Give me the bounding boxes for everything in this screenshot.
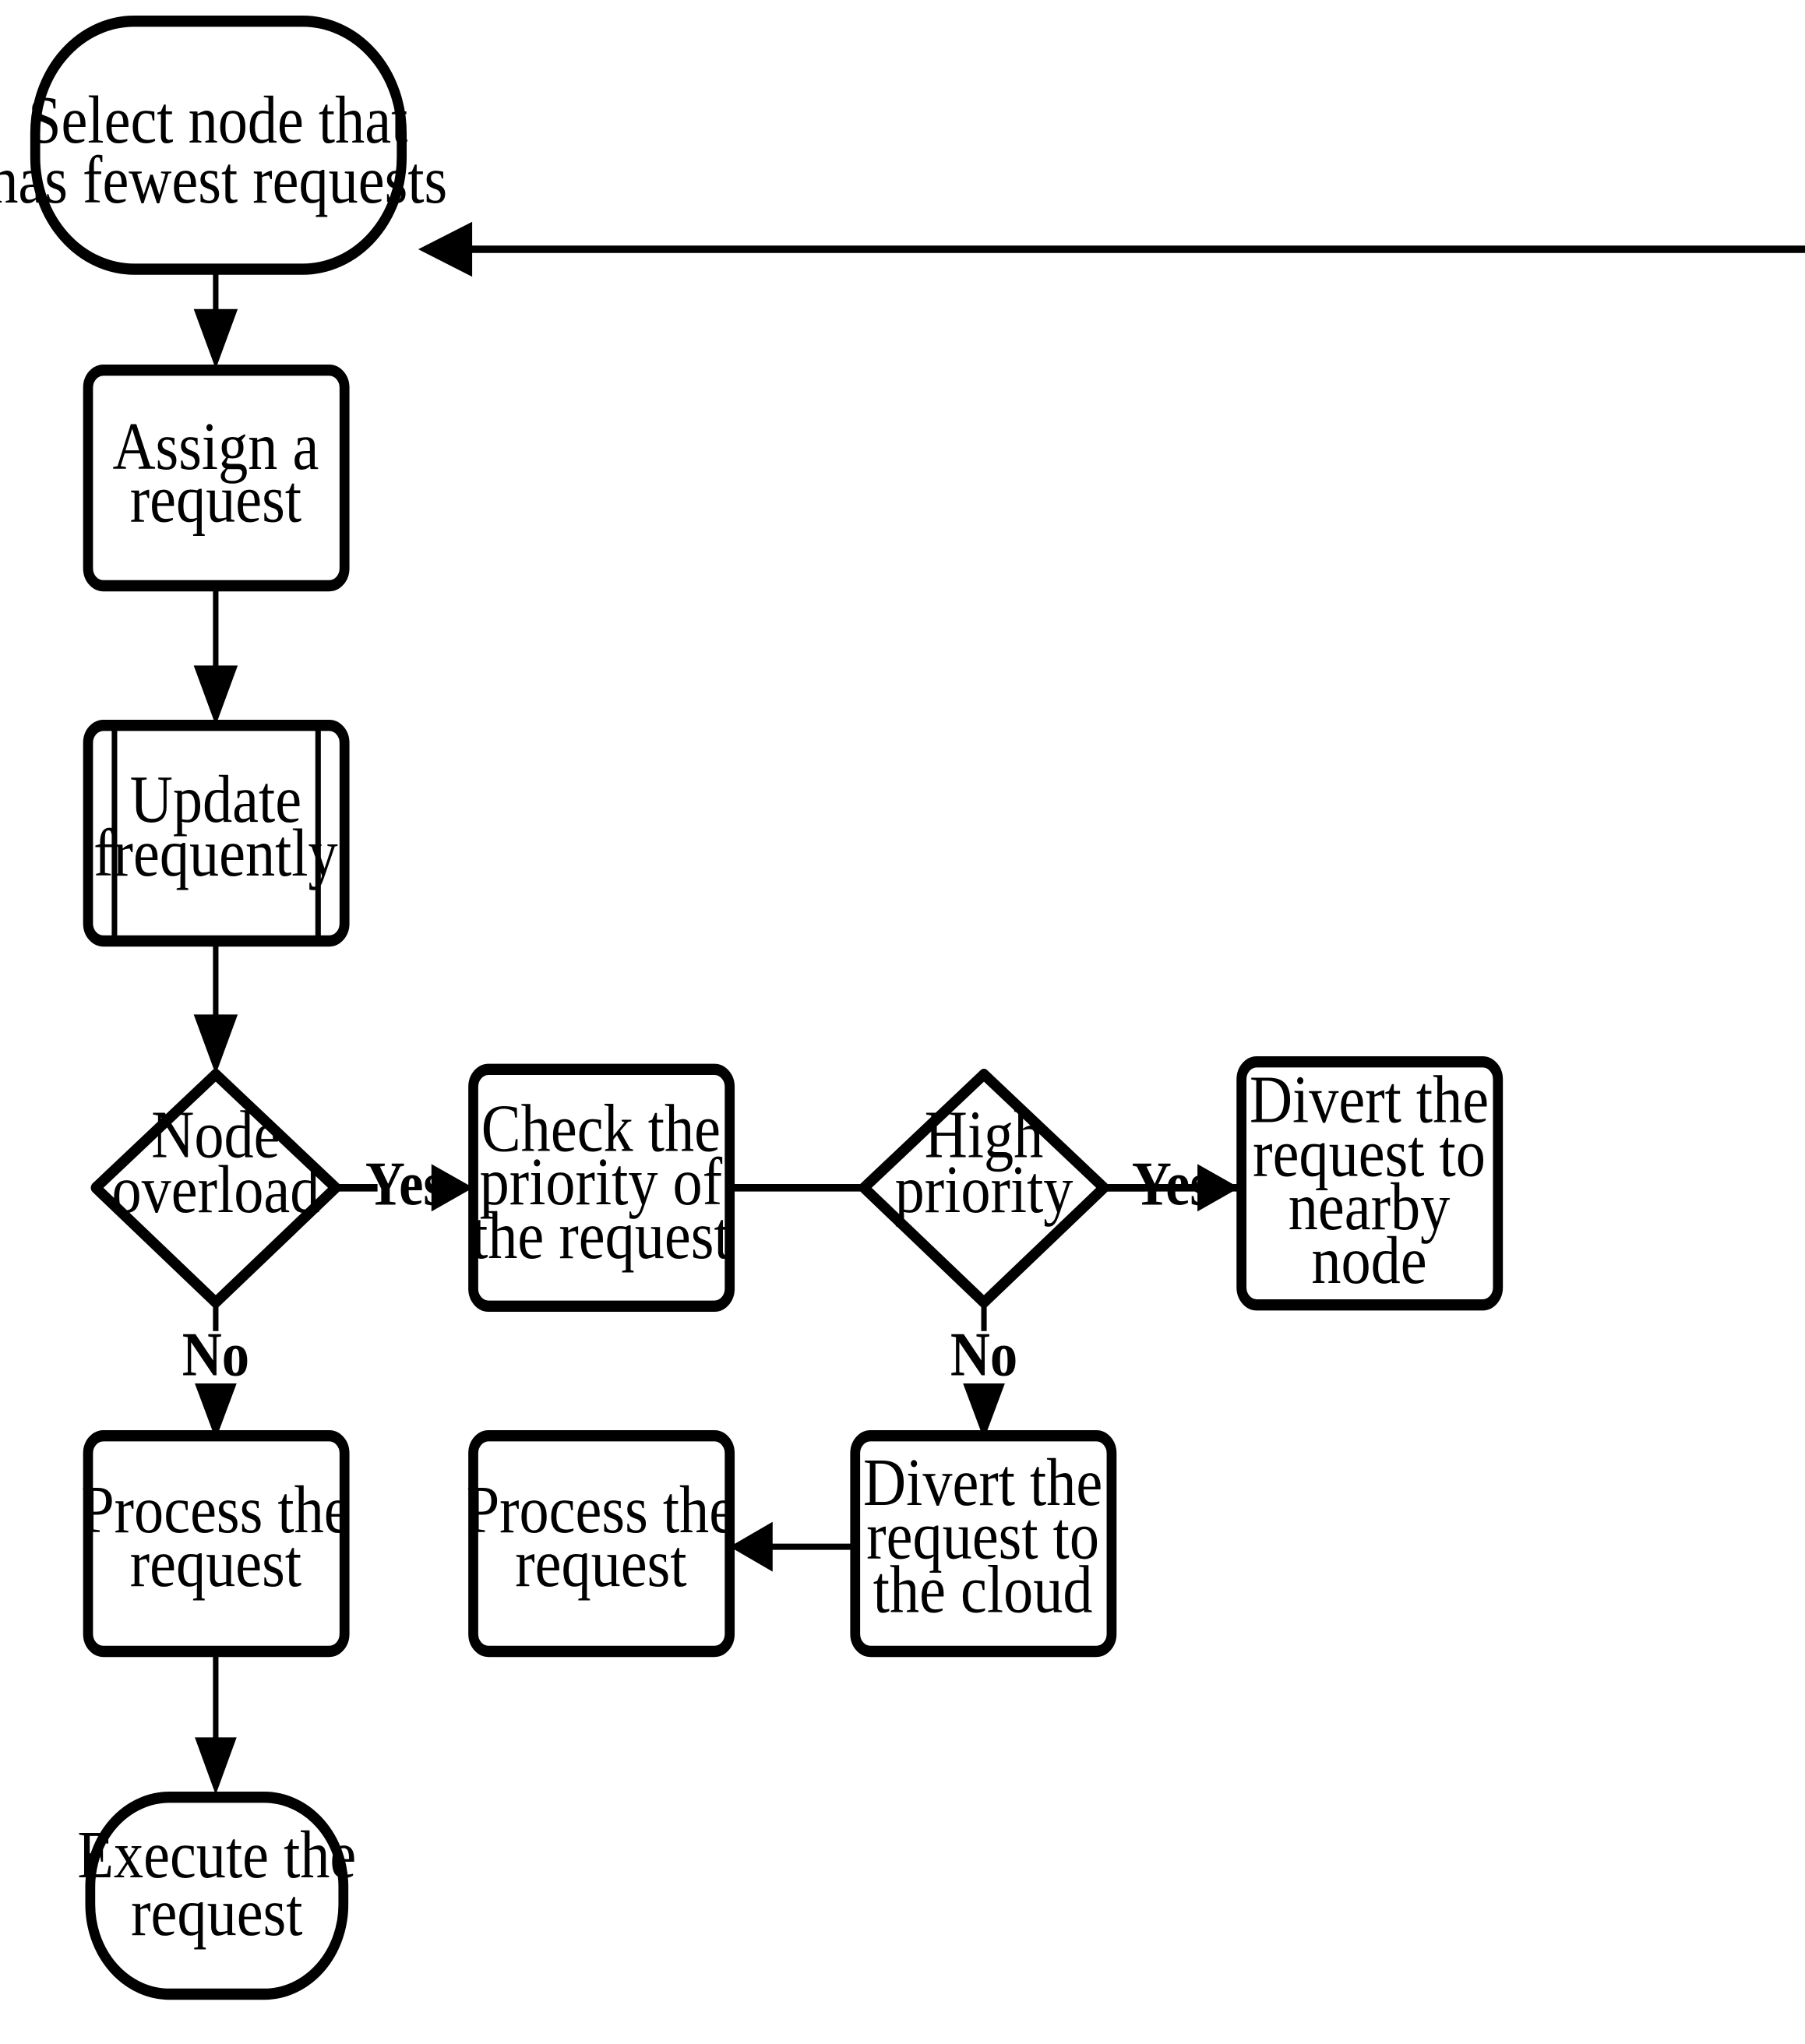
node-process-left-line-1: request [130, 1525, 302, 1600]
edge-assign-to-update [193, 586, 238, 726]
node-update-frequently-line-1: frequently [93, 815, 338, 890]
node-process-left-line-0: Process the [81, 1472, 350, 1547]
node-execute-request-line-0: Execute the [77, 1817, 356, 1892]
edge-divert-nearby-to-select [418, 221, 1805, 277]
node-process-middle-line-0: Process the [467, 1472, 735, 1547]
node-select-node[interactable]: Select node that has fewest requests [0, 16, 447, 275]
edge-label-overload-no: No [182, 1321, 249, 1390]
node-select-node-line-1: has fewest requests [0, 142, 447, 217]
edge-overload-yes-to-check [333, 1164, 474, 1212]
edge-update-to-overload [193, 943, 238, 1075]
node-select-node-line-0: Select node that [28, 83, 408, 157]
node-assign-request-line-1: request [130, 461, 302, 536]
node-divert-cloud[interactable]: Divert the request to the cloud [850, 1430, 1117, 1658]
node-divert-nearby-line-1: request to [1253, 1115, 1486, 1190]
edge-divert-cloud-to-process-middle [729, 1521, 855, 1572]
edge-label-high-priority-no: No [950, 1321, 1017, 1390]
node-divert-cloud-line-0: Divert the [863, 1444, 1102, 1519]
node-process-middle[interactable]: Process the request [467, 1430, 735, 1658]
node-high-priority-line-0: High [925, 1097, 1044, 1172]
node-execute-request-line-1: request [131, 1874, 303, 1949]
node-divert-nearby[interactable]: Divert the request to nearby node [1236, 1056, 1504, 1311]
node-divert-nearby-line-0: Divert the [1250, 1062, 1489, 1137]
node-process-left[interactable]: Process the request [81, 1430, 351, 1658]
node-check-priority-line-0: Check the [481, 1091, 721, 1165]
node-check-priority-line-2: the request [471, 1198, 731, 1273]
node-update-frequently[interactable]: Update frequently [83, 720, 350, 947]
node-node-overload-line-1: overload [111, 1151, 319, 1226]
edge-high-priority-yes-to-divert-nearby [1105, 1164, 1239, 1212]
node-divert-cloud-line-2: the cloud [873, 1552, 1093, 1626]
node-check-priority[interactable]: Check the priority of the request [468, 1063, 735, 1313]
edge-process-left-to-execute [195, 1645, 237, 1795]
node-node-overload-line-0: Node [151, 1097, 280, 1172]
node-check-priority-line-1: priority of [480, 1144, 723, 1219]
edge-label-overload-yes: Yes [365, 1150, 445, 1218]
node-update-frequently-line-0: Update [130, 762, 301, 837]
node-high-priority-line-1: priority [895, 1151, 1073, 1226]
edge-label-high-priority-yes: Yes [1132, 1150, 1211, 1218]
node-process-middle-line-1: request [515, 1525, 687, 1600]
node-divert-cloud-line-1: request to [866, 1498, 1099, 1573]
node-divert-nearby-line-3: node [1311, 1223, 1426, 1298]
node-assign-request[interactable]: Assign a request [83, 365, 350, 592]
edge-select-to-assign [193, 269, 238, 369]
node-node-overload[interactable]: Node overload [90, 1069, 341, 1309]
node-divert-nearby-line-2: nearby [1289, 1169, 1451, 1244]
node-assign-request-line-0: Assign a [112, 409, 319, 484]
node-execute-request[interactable]: Execute the request [77, 1792, 356, 2000]
node-high-priority[interactable]: High priority [858, 1069, 1109, 1309]
